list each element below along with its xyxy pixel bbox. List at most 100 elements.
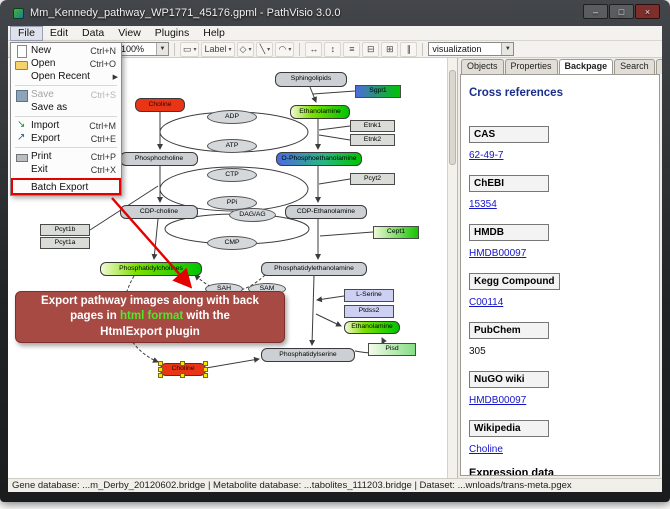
- label-button[interactable]: Label: [201, 41, 235, 57]
- backpage-link[interactable]: 15354: [469, 199, 497, 210]
- menu-item-shortcut: Ctrl+M: [89, 120, 116, 131]
- close-button[interactable]: ×: [635, 4, 660, 19]
- pathway-node-etnk2[interactable]: Etnk2: [350, 134, 395, 146]
- pathway-node-ethanolamine[interactable]: Ethanolamine: [290, 105, 350, 119]
- file-menu-item-export[interactable]: Export Ctrl+E: [11, 132, 121, 145]
- pathway-node-choline[interactable]: Choline: [158, 361, 208, 378]
- pathway-node-phosphocholine[interactable]: Phosphocholine: [120, 152, 198, 166]
- backpage-link[interactable]: 62-49-7: [469, 150, 504, 161]
- pathway-node-phosphatidylethanolamine[interactable]: Phosphatidylethanolamine: [261, 262, 367, 276]
- line-button[interactable]: ╲: [256, 41, 274, 57]
- pathway-node-phosphatidylserine[interactable]: Phosphatidylserine: [261, 348, 355, 362]
- stack-horizontal-button[interactable]: ⊟: [362, 41, 380, 57]
- selection-handle[interactable]: [203, 361, 208, 366]
- backpage-link[interactable]: HMDB00097: [469, 395, 527, 406]
- pathway-node-pcyt2[interactable]: Pcyt2: [350, 173, 395, 185]
- backpage-link[interactable]: Choline: [469, 444, 503, 455]
- selection-handle[interactable]: [203, 373, 208, 378]
- pathway-node-sgpl1[interactable]: Sgpl1: [355, 85, 401, 98]
- stack-vertical-button[interactable]: ⊞: [381, 41, 399, 57]
- menu-item-label: Import: [31, 120, 60, 131]
- pathway-node-ctp[interactable]: CTP: [207, 168, 257, 182]
- maximize-button[interactable]: □: [609, 4, 634, 19]
- pathway-node-etnk1[interactable]: Etnk1: [350, 120, 395, 132]
- menu-view[interactable]: View: [118, 27, 141, 39]
- shape-button[interactable]: ◇: [236, 41, 255, 57]
- pathway-node-choline[interactable]: Choline: [135, 98, 185, 112]
- backpage-link[interactable]: HMDB00097: [469, 248, 527, 259]
- pathway-node-o-phosphoethanolamine[interactable]: O-Phosphoethanolamine: [276, 152, 362, 166]
- scrollbar-thumb[interactable]: [449, 70, 456, 165]
- pathway-node-ptdss2[interactable]: Ptdss2: [344, 305, 394, 318]
- menu-plugins[interactable]: Plugins: [154, 27, 190, 39]
- pathway-node-cdp-ethanolamine[interactable]: CDP-Ethanolamine: [285, 205, 367, 219]
- side-panel-tabs: ObjectsPropertiesBackpageSearchLegend: [461, 59, 662, 74]
- backpage-link[interactable]: C00114: [469, 297, 504, 308]
- pathway-node-adp[interactable]: ADP: [207, 110, 257, 124]
- tab-backpage[interactable]: Backpage: [558, 59, 614, 74]
- pathway-node-pcyt1a[interactable]: Pcyt1a: [40, 237, 90, 249]
- export-icon: [14, 132, 28, 145]
- selection-handle[interactable]: [180, 361, 185, 366]
- menu-edit[interactable]: Edit: [49, 27, 69, 39]
- pathway-node-cdp-choline[interactable]: CDP-choline: [120, 205, 198, 219]
- minimize-button[interactable]: –: [583, 4, 608, 19]
- file-menu-item-open-recent[interactable]: Open Recent▶: [11, 70, 121, 83]
- titlebar[interactable]: Mm_Kennedy_pathway_WP1771_45176.gpml - P…: [0, 0, 670, 26]
- pathway-node-cmp[interactable]: CMP: [207, 236, 257, 250]
- tab-objects[interactable]: Objects: [461, 59, 504, 74]
- file-menu-item-batch-export[interactable]: Batch Export: [11, 181, 121, 194]
- print-icon: [14, 151, 28, 163]
- pathway-node-pisd[interactable]: Pisd: [368, 343, 416, 356]
- file-menu-item-import[interactable]: Import Ctrl+M: [11, 119, 121, 132]
- menu-item-label: Export: [31, 133, 60, 144]
- menu-item-label: Open: [31, 58, 56, 69]
- tab-search[interactable]: Search: [614, 59, 655, 74]
- menu-item-label: Open Recent: [31, 71, 90, 82]
- selection-handle[interactable]: [203, 366, 208, 372]
- distribute-button[interactable]: ∥: [400, 41, 418, 57]
- menu-item-label: Exit: [31, 164, 48, 175]
- file-menu-item-save-as[interactable]: Save as: [11, 101, 121, 114]
- selection-handle[interactable]: [158, 373, 163, 378]
- align-left-button[interactable]: ≡: [343, 41, 361, 57]
- pathway-node-ppi[interactable]: PPi: [207, 196, 257, 210]
- menu-item-shortcut: Ctrl+N: [90, 45, 116, 56]
- tab-properties[interactable]: Properties: [504, 59, 558, 74]
- pathway-node-ethanolamine[interactable]: Ethanolamine: [344, 321, 400, 334]
- pathway-node-dag-ag[interactable]: DAG/AG: [229, 208, 276, 222]
- align-horizontal-button[interactable]: ↔: [305, 41, 323, 57]
- pathway-node-l-serine[interactable]: L-Serine: [344, 289, 394, 302]
- chevron-down-icon[interactable]: ▼: [155, 43, 168, 55]
- align-vertical-button[interactable]: ↕: [324, 41, 342, 57]
- zoom-select[interactable]: 100% ▼: [116, 42, 169, 56]
- arc-button[interactable]: ◠: [275, 41, 295, 57]
- selection-handle[interactable]: [158, 361, 163, 366]
- align-horizontal-icon: ↔: [309, 44, 319, 54]
- pathway-node-atp[interactable]: ATP: [207, 139, 257, 153]
- selection-handle[interactable]: [158, 366, 163, 372]
- pathway-node-pcyt1b[interactable]: Pcyt1b: [40, 224, 90, 236]
- menu-file[interactable]: File: [10, 26, 43, 41]
- chevron-down-icon[interactable]: ▼: [501, 43, 514, 55]
- import-icon: [14, 119, 28, 132]
- datanode-button[interactable]: ▭: [179, 41, 200, 57]
- menu-help[interactable]: Help: [203, 27, 225, 39]
- visualization-select[interactable]: visualization ▼: [428, 42, 515, 56]
- menu-item-shortcut: Ctrl+E: [90, 133, 116, 144]
- pathway-node-cept1[interactable]: Cept1: [373, 226, 419, 239]
- window-title: Mm_Kennedy_pathway_WP1771_45176.gpml - P…: [30, 7, 341, 19]
- tab-legend[interactable]: Legend: [655, 59, 662, 74]
- selection-handle[interactable]: [180, 373, 185, 378]
- pathway-node-phosphatidylcholines[interactable]: Phosphatidylcholines: [100, 262, 202, 276]
- pathway-node-sphingolipids[interactable]: Sphingolipids: [275, 72, 347, 87]
- menu-data[interactable]: Data: [82, 27, 105, 39]
- canvas-vertical-scrollbar[interactable]: [447, 58, 457, 478]
